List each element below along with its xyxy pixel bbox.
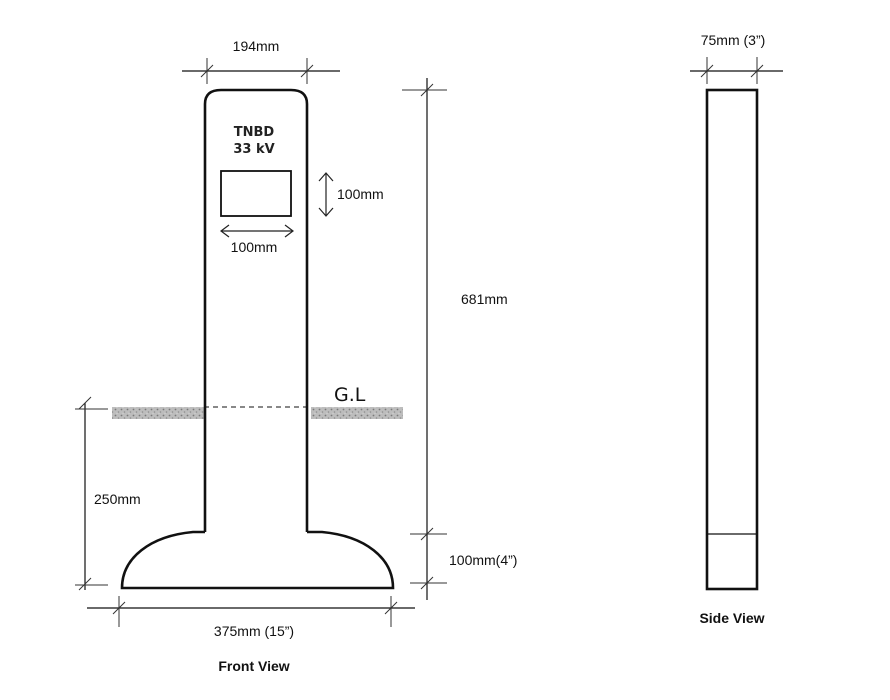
buried-depth-dimension: [75, 396, 108, 591]
base-width-dimension: [87, 596, 415, 627]
side-view-caption: Side View: [699, 610, 764, 626]
marker-text-line2: 33 kV: [233, 142, 274, 157]
buried-depth-label: 250mm: [94, 491, 141, 507]
base-height-label: 100mm(4”): [449, 552, 517, 568]
top-width-dimension: [182, 58, 340, 84]
marker-text-line1: TNBD: [234, 125, 275, 140]
post-outline: [203, 88, 309, 532]
post-base: [120, 530, 395, 590]
ground-strip-right: [311, 407, 403, 419]
marker-plate: [220, 170, 292, 217]
front-view-caption: Front View: [218, 658, 289, 674]
plate-width-label: 100mm: [231, 239, 278, 255]
plate-height-arrow: [318, 172, 334, 217]
ground-strip-left: [112, 407, 204, 419]
plate-width-arrow: [220, 224, 294, 238]
side-view: 75mm (3”) Side View: [690, 32, 783, 626]
ground-level-label: G.L: [334, 384, 366, 406]
thickness-label: 75mm (3”): [701, 32, 766, 48]
thickness-dimension: [690, 57, 783, 84]
total-height-label: 681mm: [461, 291, 508, 307]
total-height-dimension: [402, 78, 447, 600]
plate-height-label: 100mm: [337, 186, 384, 202]
top-width-label: 194mm: [233, 38, 280, 54]
base-width-label: 375mm (15”): [214, 623, 294, 639]
side-view-post: [705, 88, 759, 591]
front-view: TNBD 33 kV 100mm 100mm G.L 194mm: [75, 38, 517, 674]
